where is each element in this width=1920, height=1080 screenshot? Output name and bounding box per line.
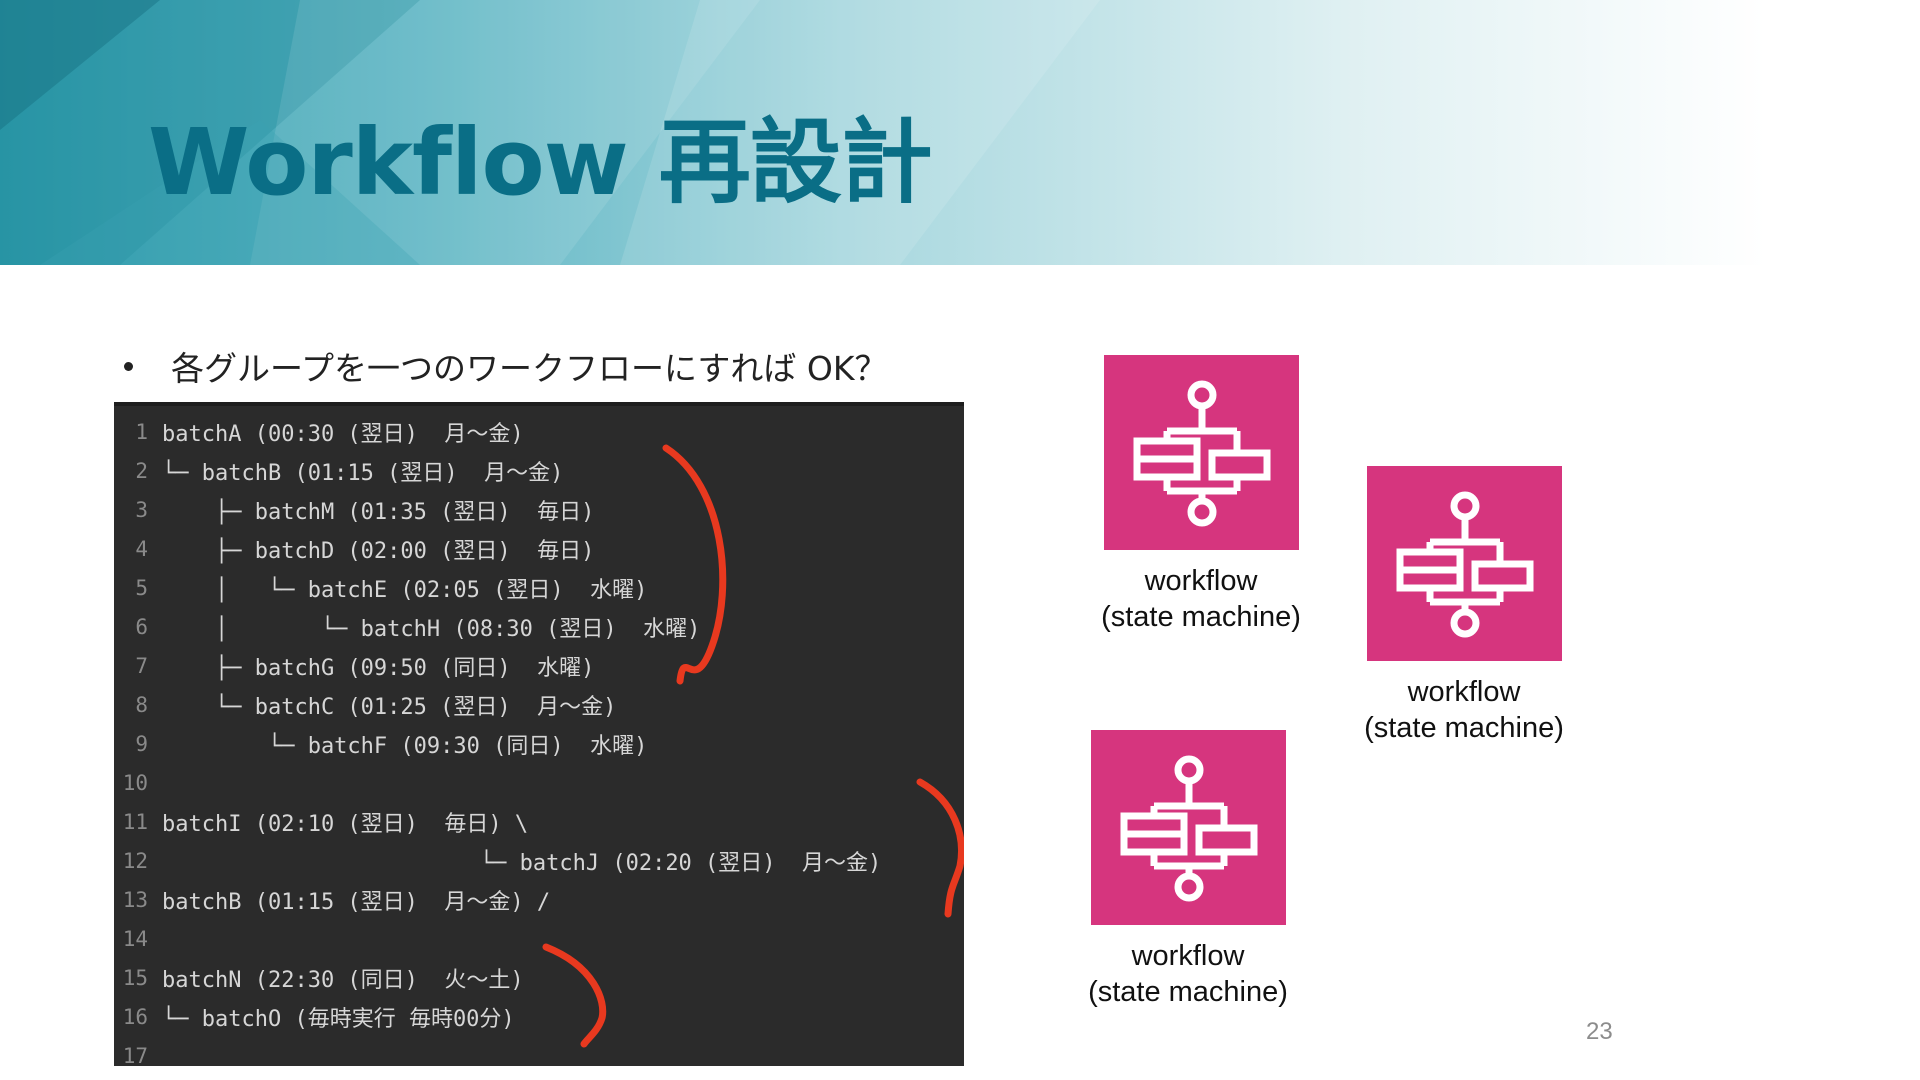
code-text: ├─ batchD (02:00 (翌日) 毎日) — [162, 538, 595, 564]
line-number: 17 — [122, 1043, 148, 1067]
code-line: 15 batchN (22:30 (同日) 火〜土) — [114, 958, 964, 997]
workflow-label-1: workflow (state machine) — [1071, 563, 1331, 635]
workflow-label-line1: workflow — [1407, 676, 1521, 708]
code-text: batchN (22:30 (同日) 火〜土) — [162, 967, 524, 993]
slide-title: Workflow 再設計 — [148, 109, 933, 216]
code-text: └─ batchO (毎時実行 毎時00分) — [162, 1006, 515, 1032]
line-number: 15 — [122, 965, 148, 990]
code-line: 14 — [114, 919, 964, 958]
line-number: 11 — [122, 809, 148, 834]
code-line: 5 │ └─ batchE (02:05 (翌日) 水曜) — [114, 568, 964, 607]
code-text: batchA (00:30 (翌日) 月〜金) — [162, 421, 524, 447]
line-number: 6 — [135, 614, 148, 639]
code-line: 9 └─ batchF (09:30 (同日) 水曜) — [114, 724, 964, 763]
line-number: 9 — [135, 731, 148, 756]
code-line: 2 └─ batchB (01:15 (翌日) 月〜金) — [114, 451, 964, 490]
line-number: 14 — [122, 926, 148, 951]
code-line: 12 └─ batchJ (02:20 (翌日) 月〜金) — [114, 841, 964, 880]
workflow-label-2: workflow (state machine) — [1334, 674, 1594, 746]
workflow-label-line1: workflow — [1144, 565, 1258, 597]
bracket-mark-3 — [542, 943, 607, 1048]
line-number: 10 — [122, 770, 148, 795]
code-text: └─ batchB (01:15 (翌日) 月〜金) — [162, 460, 564, 486]
bullet-text: 各グループを一つのワークフローにすれば OK？ — [171, 349, 888, 388]
workflow-label-line1: workflow — [1131, 940, 1245, 972]
bracket-mark-2 — [916, 778, 964, 918]
code-panel: 1 batchA (00:30 (翌日) 月〜金) 2 └─ batchB (01:1… — [114, 402, 964, 1066]
workflow-card-3: workflow (state machine) — [1088, 730, 1288, 1008]
code-line: 4 ├─ batchD (02:00 (翌日) 毎日) — [114, 529, 964, 568]
code-line: 3 ├─ batchM (01:35 (翌日) 毎日) — [114, 490, 964, 529]
line-number: 8 — [135, 692, 148, 717]
state-machine-glyph — [1396, 491, 1533, 637]
line-number: 12 — [122, 848, 148, 873]
workflow-label-line2: (state machine) — [1088, 976, 1288, 1008]
page-number: 23 — [1586, 1018, 1613, 1045]
code-line: 17 — [114, 1036, 964, 1067]
handwritten-annotations — [542, 444, 964, 1048]
code-line: 11 batchI (02:10 (翌日) 毎日) \ — [114, 802, 964, 841]
code-text: batchB (01:15 (翌日) 月〜金) / — [162, 889, 551, 915]
line-number: 5 — [135, 575, 148, 600]
code-text: │ └─ batchE (02:05 (翌日) 水曜) — [162, 577, 648, 603]
line-number: 3 — [135, 497, 148, 522]
bracket-mark-1 — [662, 444, 727, 685]
state-machine-glyph — [1133, 380, 1270, 526]
state-machine-glyph — [1120, 755, 1257, 901]
workflow-card-1: workflow (state machine) — [1101, 355, 1301, 633]
state-machine-icon — [1104, 355, 1299, 550]
code-text: └─ batchF (09:30 (同日) 水曜) — [162, 733, 648, 759]
workflow-label-line2: (state machine) — [1101, 601, 1301, 633]
code-line: 16 └─ batchO (毎時実行 毎時00分) — [114, 997, 964, 1036]
line-number: 2 — [135, 458, 148, 483]
line-number: 16 — [122, 1004, 148, 1029]
workflow-label-3: workflow (state machine) — [1058, 938, 1318, 1010]
code-text: └─ batchC (01:25 (翌日) 月〜金) — [162, 694, 617, 720]
code-line: 13 batchB (01:15 (翌日) 月〜金) / — [114, 880, 964, 919]
code-text: ├─ batchM (01:35 (翌日) 毎日) — [162, 499, 595, 525]
code-text: │ └─ batchH (08:30 (翌日) 水曜) — [162, 616, 701, 642]
code-text: ├─ batchG (09:50 (同日) 水曜) — [162, 655, 595, 681]
code-line: 6 │ └─ batchH (08:30 (翌日) 水曜) — [114, 607, 964, 646]
workflow-card-2: workflow (state machine) — [1364, 466, 1564, 744]
code-line: 7 ├─ batchG (09:50 (同日) 水曜) — [114, 646, 964, 685]
code-line: 1 batchA (00:30 (翌日) 月〜金) — [114, 412, 964, 451]
code-line: 8 └─ batchC (01:25 (翌日) 月〜金) — [114, 685, 964, 724]
line-number: 13 — [122, 887, 148, 912]
line-number: 4 — [135, 536, 148, 561]
bullet-dot — [124, 361, 133, 371]
state-machine-icon — [1091, 730, 1286, 925]
line-number: 7 — [135, 653, 148, 678]
line-number: 1 — [135, 419, 148, 444]
state-machine-icon — [1367, 466, 1562, 661]
header-banner: Workflow 再設計 — [0, 0, 1920, 265]
code-text: batchI (02:10 (翌日) 毎日) \ — [162, 811, 529, 837]
header-decoration — [0, 0, 1100, 265]
bullet-item: 各グループを一つのワークフローにすれば OK？ — [120, 344, 887, 388]
code-line: 10 — [114, 763, 964, 802]
workflow-label-line2: (state machine) — [1364, 712, 1564, 744]
code-text: └─ batchJ (02:20 (翌日) 月〜金) — [162, 850, 882, 876]
